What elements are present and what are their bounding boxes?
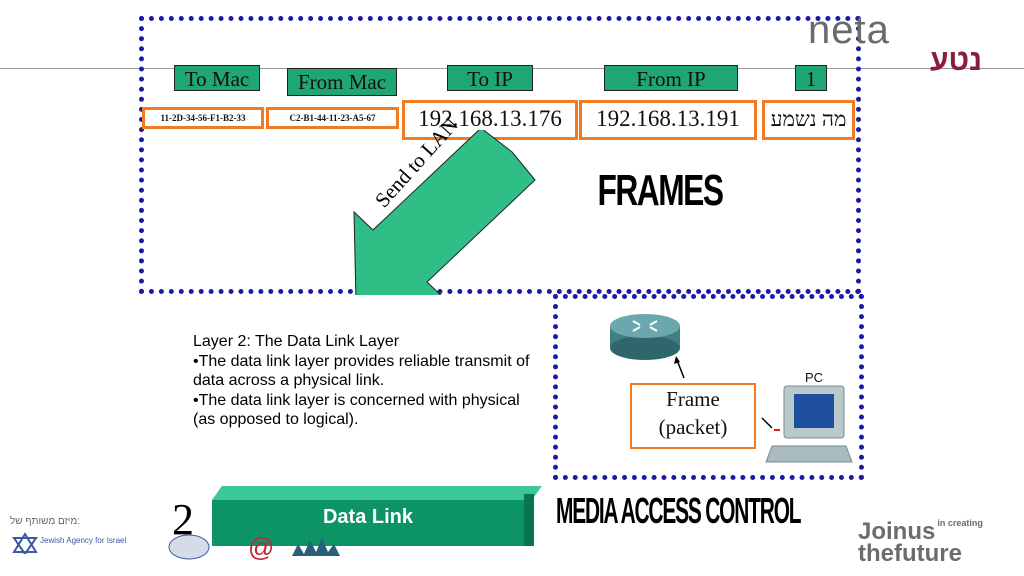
cell-payload: מה נשמע <box>762 100 855 140</box>
header-sequence: 1 <box>795 65 827 91</box>
jewish-agency-logo: Jewish Agency for Israel <box>40 536 127 545</box>
header-from-ip: From IP <box>604 65 738 91</box>
partners-caption: מיזם משותף של: <box>10 516 81 527</box>
layer-number: 2 <box>172 495 194 544</box>
frame-label: Frame <box>666 387 720 411</box>
layer-button[interactable] <box>212 500 524 546</box>
networking-academy-logo-icon <box>292 538 340 556</box>
cell-from-ip: 192.168.13.191 <box>579 100 757 140</box>
router-pointer-arrow <box>674 356 685 379</box>
layer-button-label: Data Link <box>322 506 414 528</box>
partner-seal-icon <box>168 534 210 560</box>
neta-logo: neta <box>808 8 890 52</box>
pc-icon <box>761 385 853 463</box>
the-future-logo: thefuture <box>858 540 962 567</box>
header-to-mac: To Mac <box>174 65 260 91</box>
pc-label: PC <box>805 370 824 385</box>
send-to-lan-arrow <box>353 130 536 295</box>
svg-text:@: @ <box>248 532 274 562</box>
frames-title: FRAMES <box>597 166 724 215</box>
frame-area-border <box>139 16 861 294</box>
layer-button-top <box>212 486 542 500</box>
header-from-mac: From Mac <box>287 68 397 96</box>
frame-packet-box: Frame (packet) <box>630 383 756 449</box>
layer-description: Layer 2: The Data Link Layer •The data l… <box>193 332 533 430</box>
packet-label: (packet) <box>658 415 728 439</box>
layer-bullet-2: •The data link layer is concerned with p… <box>193 391 520 429</box>
cell-from-mac: C2-B1-44-11-23-A5-67 <box>266 107 399 129</box>
layer-heading: Layer 2: The Data Link Layer <box>193 333 400 350</box>
layer-button-side <box>524 494 534 546</box>
router-icon <box>610 314 680 360</box>
cell-to-ip: 192.168.13.176 <box>402 100 578 140</box>
neta-hebrew-logo: נטע <box>930 44 983 77</box>
layer-bullet-1: •The data link layer provides reliable t… <box>193 352 530 390</box>
cell-to-mac: 11-2D-34-56-F1-B2-33 <box>142 107 264 129</box>
mac-title: MEDIA ACCESS CONTROL <box>556 490 802 531</box>
jewish-agency-emblem-icon <box>12 532 38 554</box>
at-sign-logo-icon: @ <box>248 532 274 562</box>
network-area-border <box>553 294 864 480</box>
header-to-ip: To IP <box>447 65 533 91</box>
